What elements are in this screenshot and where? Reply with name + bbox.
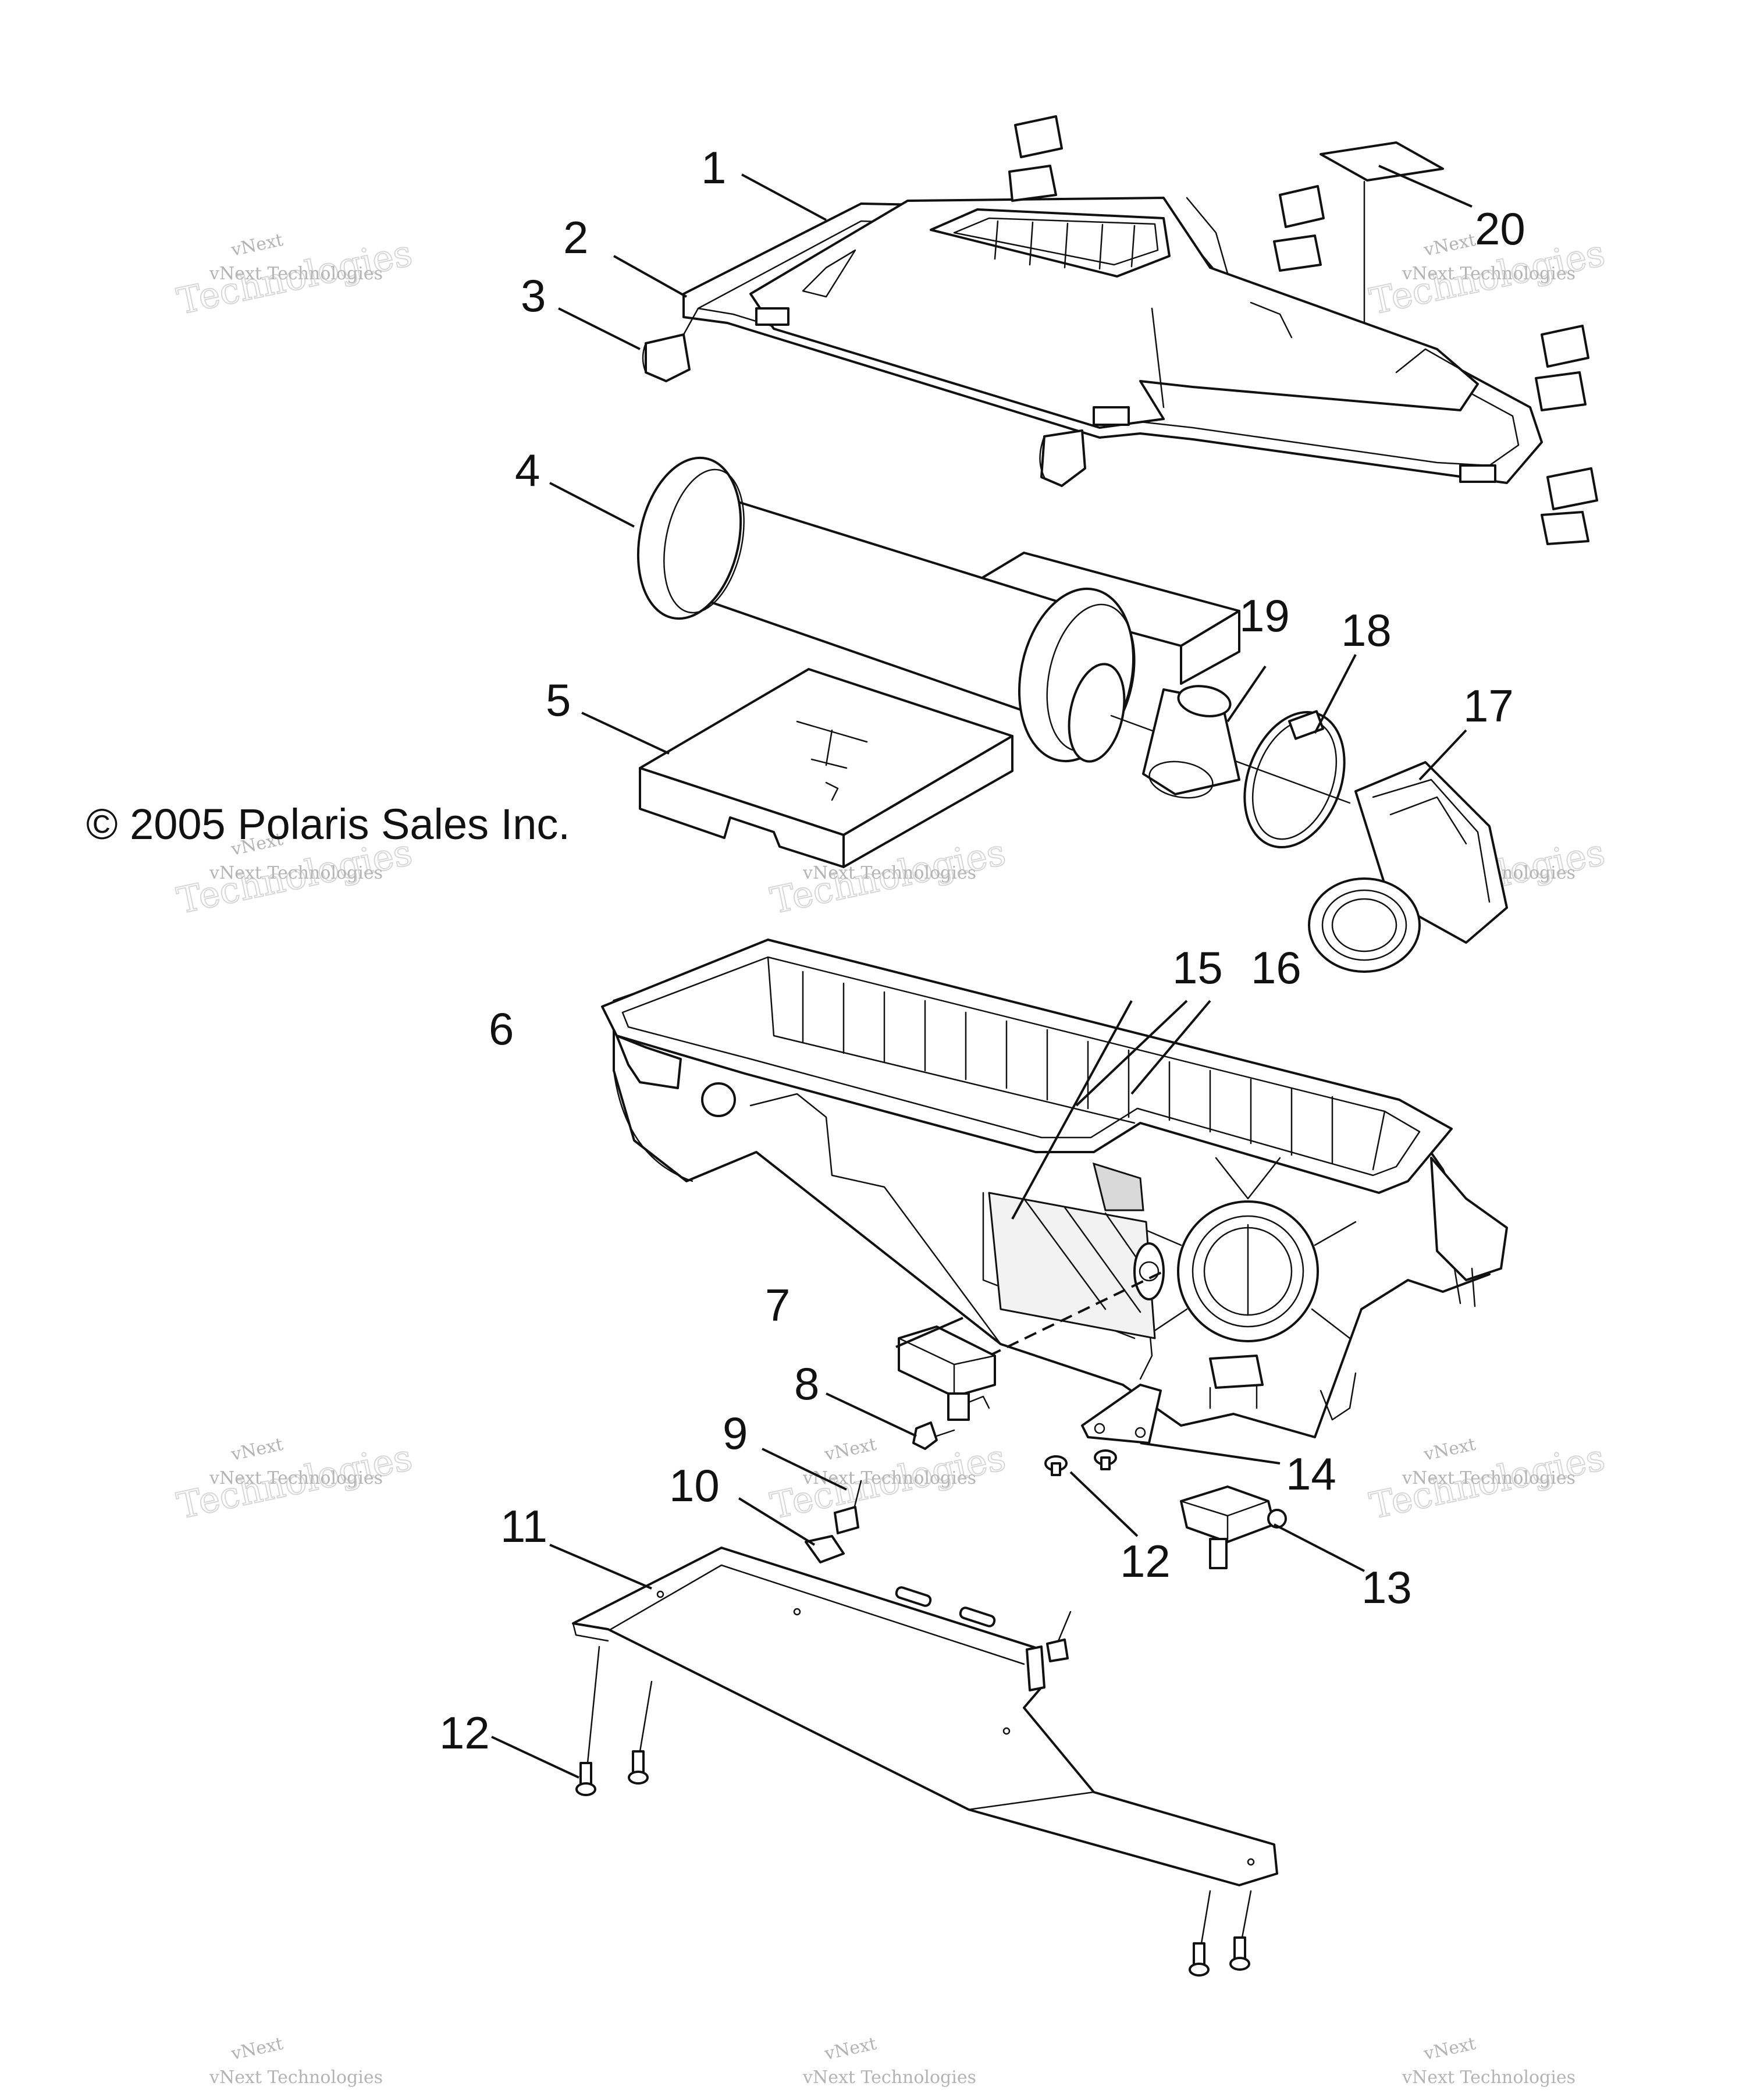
watermark-brand: vNext Technologies	[209, 863, 383, 883]
leader-lines	[491, 165, 1473, 1779]
watermark-brand: vNext Technologies	[802, 1468, 976, 1488]
part-19-coupler	[1142, 685, 1240, 799]
watermark-9: vNext vNext Technologies Technologies	[1365, 1434, 1609, 1528]
part-6-airbox-base	[601, 939, 1508, 1438]
callout-7: 7	[765, 1279, 790, 1331]
watermark-12: vNext vNext Technologies	[1402, 2034, 1575, 2088]
watermark-brand: vNext Technologies	[802, 863, 976, 883]
part-12-screws-upper	[1044, 1449, 1117, 1476]
callout-numbers: 1 2 3 4 5 6 7 8 9 10 11 12 12 13 14 15 1…	[439, 142, 1525, 1758]
watermark-script: vNext	[1421, 2034, 1477, 2064]
callout-20: 20	[1475, 203, 1525, 254]
outlet-spokes	[1139, 1157, 1357, 1339]
base-inner-ribs	[802, 971, 1333, 1165]
part-11-skid-plate	[572, 1547, 1278, 1945]
watermark-brand: vNext Technologies	[209, 2067, 383, 2088]
callout-12b: 12	[439, 1707, 490, 1758]
clip-top-right	[1273, 185, 1325, 272]
part-13-valve	[1180, 1485, 1287, 1569]
callout-2: 2	[563, 212, 588, 263]
callout-17: 17	[1463, 680, 1514, 731]
part-7-map-sensor	[898, 1325, 996, 1421]
watermark-11: vNext vNext Technologies	[802, 2034, 976, 2088]
clip-top-center	[1008, 115, 1063, 202]
part-20-decal	[1320, 141, 1444, 350]
part-4-air-filter	[636, 456, 1136, 763]
clip-bottom-center	[1039, 429, 1086, 487]
sensor-mount-path	[988, 1270, 1164, 1357]
clip-right-lower	[1541, 467, 1598, 545]
watermark-8: vNext vNext Technologies Technologies	[766, 1434, 1010, 1528]
watermark-big: Technologies	[173, 232, 416, 323]
watermark-10: vNext vNext Technologies	[209, 2034, 383, 2088]
callout-3: 3	[521, 270, 546, 321]
callout-12a: 12	[1120, 1536, 1171, 1587]
watermark-script: vNext	[1421, 230, 1477, 261]
callout-1: 1	[701, 142, 726, 193]
watermark-big: Technologies	[173, 1436, 416, 1527]
watermark-7: vNext vNext Technologies Technologies	[173, 1434, 417, 1528]
callout-8: 8	[794, 1358, 819, 1409]
callout-18: 18	[1341, 605, 1392, 656]
watermark-brand: vNext Technologies	[209, 1468, 383, 1488]
watermark-big: Technologies	[1366, 1436, 1609, 1527]
watermark-script: vNext	[229, 2034, 284, 2064]
watermark-brand: vNext Technologies	[1402, 1468, 1575, 1488]
callout-13: 13	[1361, 1562, 1412, 1613]
watermark-script: vNext	[1421, 1434, 1477, 1465]
watermark-script: vNext	[229, 1434, 284, 1465]
callout-15: 15	[1172, 942, 1223, 993]
part-17-intake-boot	[1308, 761, 1508, 973]
watermark-brand: vNext Technologies	[209, 264, 383, 284]
callout-19: 19	[1239, 590, 1290, 641]
part-1-airbox-cover	[682, 197, 1543, 484]
callout-4: 4	[515, 445, 540, 496]
clip-right-upper	[1535, 325, 1589, 411]
cover-inlet-ribs	[994, 220, 1136, 270]
watermark-big: Technologies	[767, 1436, 1009, 1527]
clip-left	[642, 307, 699, 382]
watermark-brand: vNext Technologies	[802, 2067, 976, 2088]
part-8-screw	[912, 1421, 955, 1450]
watermark-brand: vNext Technologies	[1402, 2067, 1575, 2088]
callout-16: 16	[1251, 942, 1301, 993]
part-9-fastener	[834, 1480, 862, 1534]
part-10-clip	[805, 1535, 845, 1563]
watermark-script: vNext	[822, 2034, 878, 2064]
watermark-1: vNext vNext Technologies Technologies	[173, 230, 417, 324]
watermark-script: vNext	[229, 230, 284, 261]
callout-11: 11	[500, 1501, 547, 1552]
callout-10: 10	[669, 1460, 720, 1511]
part-18-clamp	[1243, 710, 1346, 849]
callout-9: 9	[723, 1408, 748, 1459]
callout-6: 6	[489, 1003, 514, 1054]
callout-5: 5	[546, 674, 571, 726]
watermark-brand: vNext Technologies	[1402, 264, 1575, 284]
watermark-script: vNext	[822, 1434, 878, 1465]
part-14-bracket	[1081, 1384, 1162, 1444]
part-3-clips	[642, 115, 1598, 545]
callout-14: 14	[1286, 1448, 1336, 1499]
part-12-screws-lower	[575, 1750, 1250, 1977]
copyright-notice: © 2005 Polaris Sales Inc.	[86, 800, 570, 848]
